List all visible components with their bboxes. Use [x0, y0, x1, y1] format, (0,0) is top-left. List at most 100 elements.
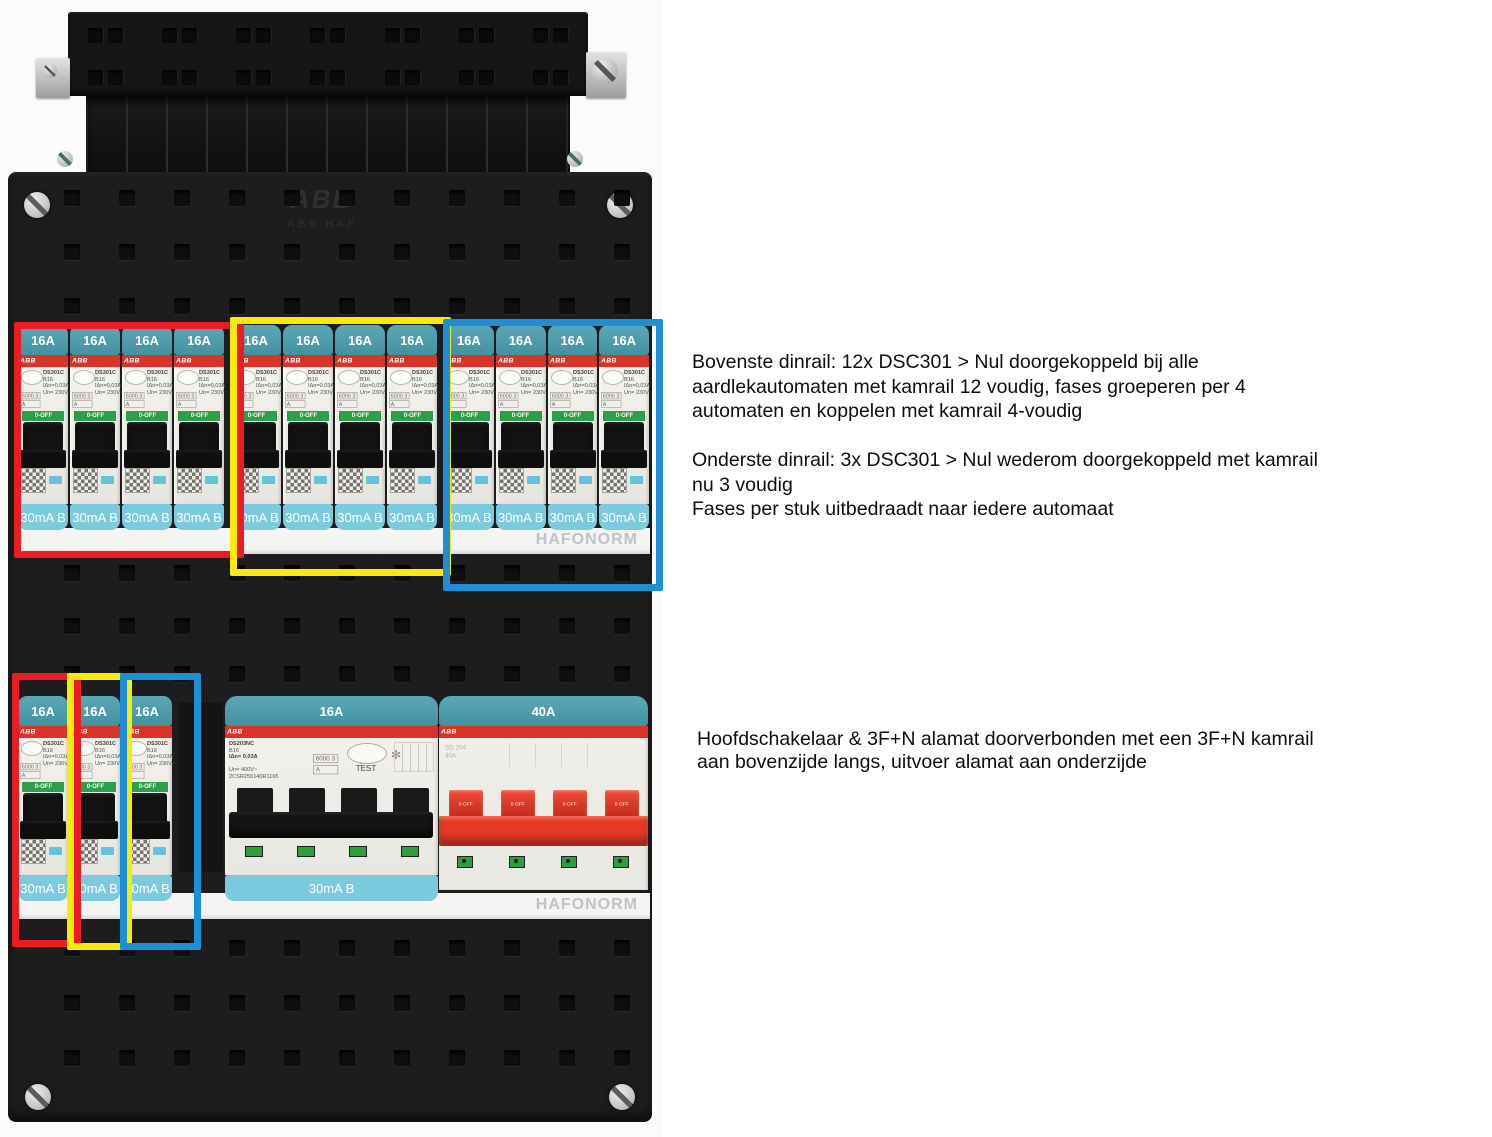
abb-brand-band: ABB	[122, 355, 172, 367]
knockout-square	[339, 298, 355, 314]
amp-tab: 16A	[444, 325, 494, 355]
off-indicator: 0-OFF	[448, 411, 490, 421]
knockout-row	[64, 244, 630, 260]
test-button	[498, 370, 521, 385]
knockout-square	[284, 995, 300, 1011]
note-top-dinrail: Bovenste dinrail: 12x DSC301 > Nul doorg…	[692, 351, 1318, 520]
amp-tab: 16A	[18, 325, 68, 355]
test-button	[602, 370, 625, 385]
blue-chip	[101, 476, 114, 484]
cover-knockout-pair	[236, 70, 272, 85]
amp-label: 16A	[244, 332, 268, 348]
test-button	[177, 370, 199, 385]
knockout-square	[229, 1050, 245, 1066]
knockout-square	[449, 618, 465, 634]
abb-logo: ABB	[124, 356, 140, 365]
blue-chip	[366, 476, 379, 484]
knockout-square	[449, 666, 465, 682]
rcd-toggle	[237, 788, 273, 814]
panel-photo: ABB ABB HAF HAFONORM HAFONORM 16A ABB DS…	[0, 0, 663, 1137]
cover-knockout-pair	[532, 28, 568, 43]
knockout-square	[119, 1050, 135, 1066]
knockout-square	[119, 565, 135, 581]
knockout-square	[504, 1050, 520, 1066]
knockout-square	[229, 940, 245, 956]
note-hoofdschakelaar: Hoofdschakelaar & 3F+N alamat doorverbon…	[697, 728, 1314, 773]
trip-rating-band: 30mA B	[18, 875, 68, 901]
panel-screw-icon	[25, 1084, 51, 1110]
off-indicator: 0-OFF	[74, 782, 116, 792]
pole-diagram-icon	[499, 743, 609, 767]
knockout-square	[559, 565, 575, 581]
amp-tab: 40A	[439, 696, 648, 726]
amp-tab: 16A	[70, 325, 120, 355]
blue-chip	[205, 476, 218, 484]
knockout-square	[559, 1050, 575, 1066]
highlight-blue-top-group	[443, 319, 663, 591]
knockout-square	[449, 565, 465, 581]
abb-brand-band: ABB	[70, 355, 120, 367]
knockout-square	[119, 995, 135, 1011]
off-indicator: 0-OFF	[287, 411, 329, 421]
knockout-square	[284, 190, 300, 206]
knockout-square	[394, 618, 410, 634]
abb-logo: ABB	[176, 356, 192, 365]
knockout-square	[284, 666, 300, 682]
knockout-square	[449, 940, 465, 956]
knockout-square	[504, 190, 520, 206]
amp-label: 16A	[135, 332, 159, 348]
knockout-square	[504, 995, 520, 1011]
qr-code	[602, 468, 628, 493]
knockout-square	[394, 995, 410, 1011]
knockout-square	[614, 298, 630, 314]
breaker-toggle	[285, 422, 331, 468]
knockout-square	[504, 940, 520, 956]
abb-logo: ABB	[20, 356, 36, 365]
cover-knockout-pair	[310, 70, 346, 85]
din-rail-cover	[68, 12, 588, 96]
amp-tab: 16A	[495, 325, 546, 355]
test-button	[125, 370, 147, 385]
off-indicator: 0-OFF	[499, 411, 542, 421]
knockout-square	[119, 298, 135, 314]
amp-label: 16A	[560, 332, 585, 348]
panel-screw-icon	[24, 192, 50, 218]
abb-brand-band: ABB	[335, 355, 385, 367]
trip-rating-band: 30mA B	[335, 504, 385, 530]
trip-rating-band: 30mA B	[225, 875, 438, 901]
knockout-square	[504, 298, 520, 314]
test-button	[21, 741, 43, 756]
status-indicator	[561, 856, 577, 868]
knockout-square	[339, 244, 355, 260]
knockout-square	[229, 244, 245, 260]
amp-label: 16A	[348, 332, 372, 348]
breaker-toggle	[446, 422, 492, 468]
abb-logo: ABB	[20, 727, 36, 736]
abb-brand-band: ABB	[18, 726, 68, 738]
status-indicator	[401, 846, 419, 857]
amp-label: 16A	[83, 703, 107, 719]
amp-label: 16A	[508, 332, 533, 348]
blue-chip	[526, 476, 540, 484]
knockout-square	[339, 1050, 355, 1066]
qr-code	[73, 468, 98, 493]
breaker-toggle	[72, 422, 118, 468]
mounting-bracket-left	[36, 58, 70, 98]
